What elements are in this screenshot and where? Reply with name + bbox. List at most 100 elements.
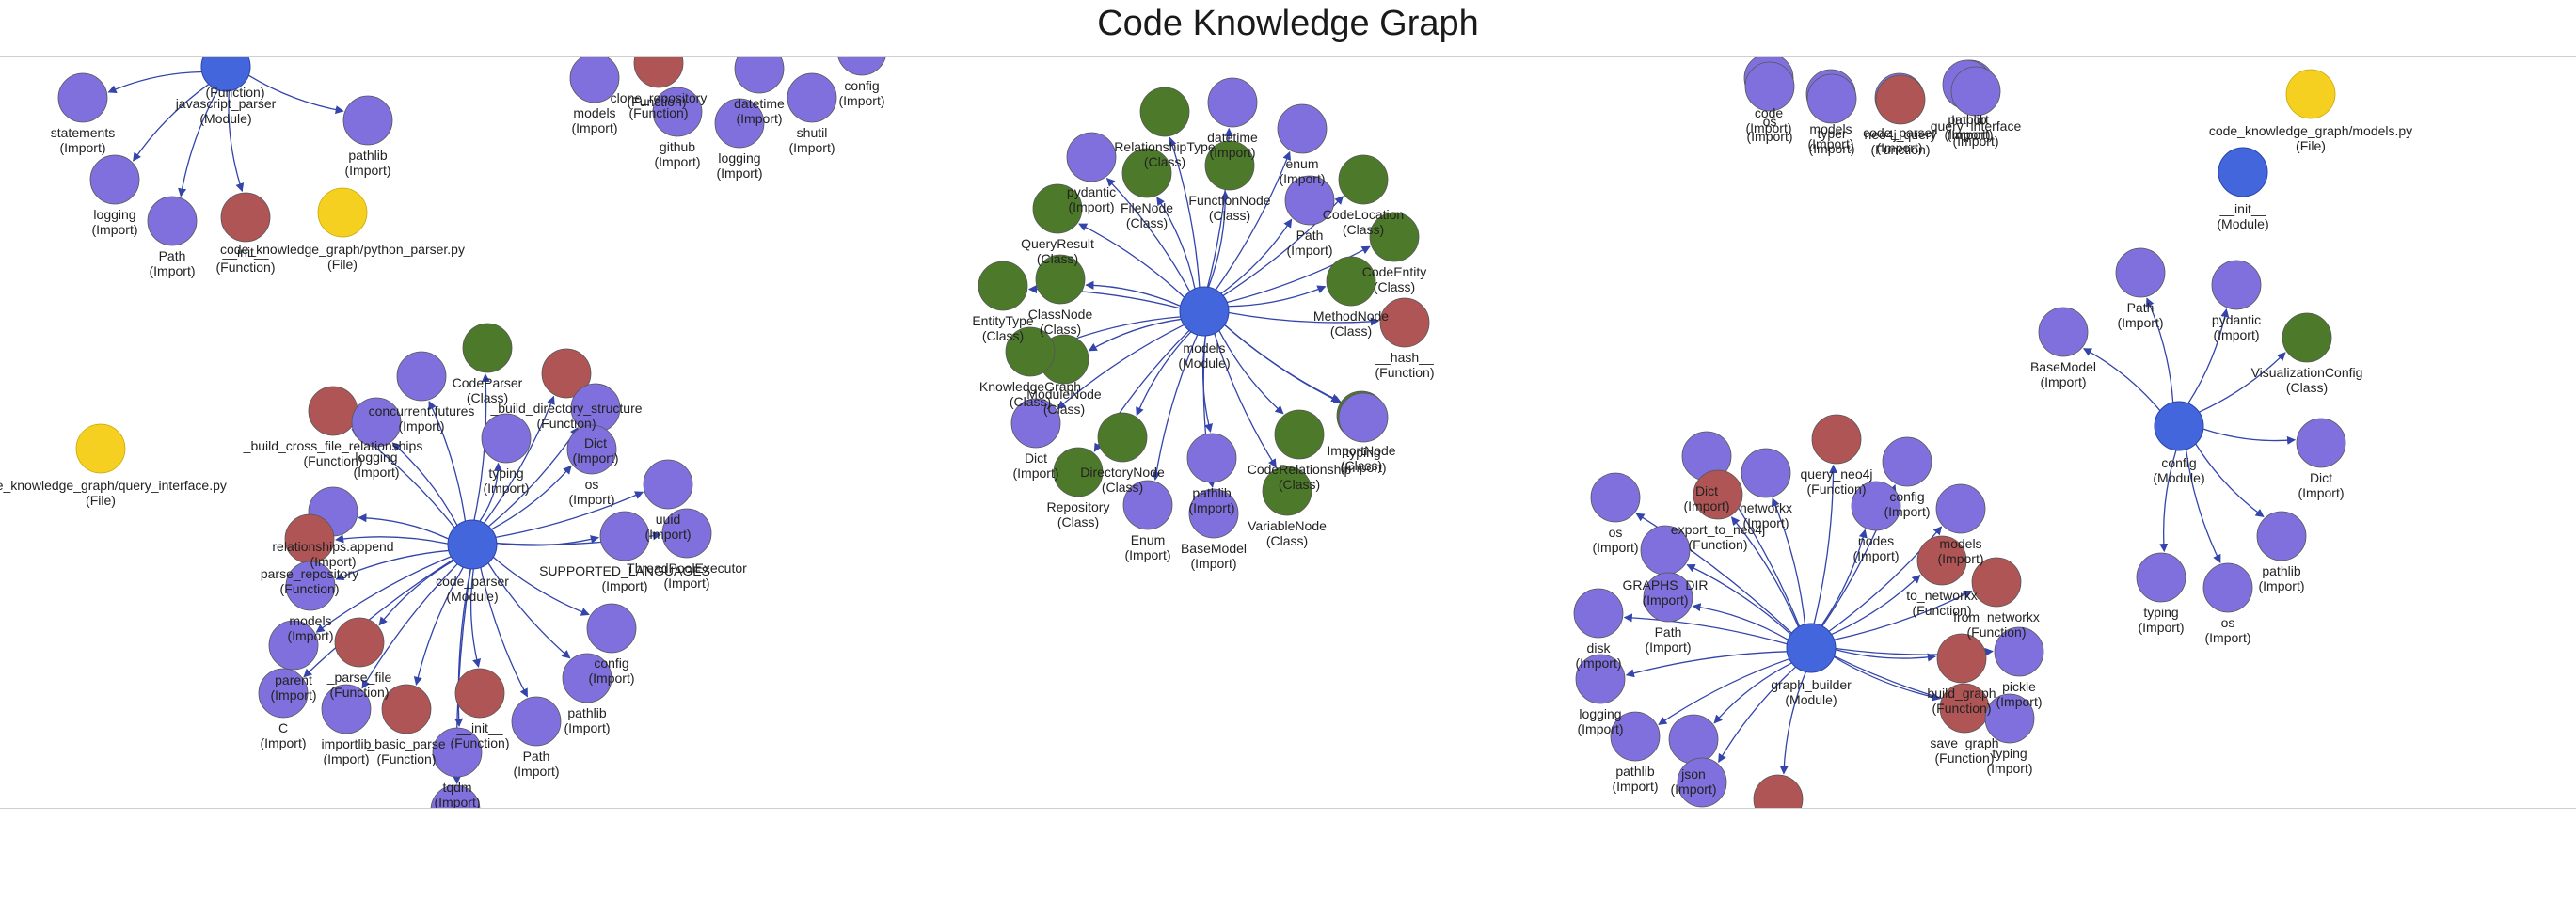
file-node[interactable] [75,423,126,474]
import-node[interactable] [1668,714,1719,765]
import-node[interactable] [430,784,481,809]
import-node[interactable] [1677,757,1727,808]
function-node[interactable] [1916,535,1967,586]
import-node[interactable] [734,57,785,94]
import-node[interactable] [2256,511,2307,561]
module-node-ini[interactable] [2218,147,2268,197]
import-node[interactable] [268,620,319,671]
module-node-gb[interactable] [1786,623,1837,673]
class-node[interactable] [1139,87,1190,137]
class-node[interactable] [1032,183,1083,234]
import-node[interactable] [661,508,712,559]
class-node[interactable] [1369,212,1420,262]
import-node[interactable] [1806,73,1857,124]
function-node[interactable] [220,192,271,243]
import-node[interactable] [1066,132,1117,182]
import-node[interactable] [1984,693,2035,744]
class-node[interactable] [1274,409,1325,460]
import-node[interactable] [147,196,198,246]
import-node[interactable] [2038,307,2089,357]
class-node[interactable] [2282,312,2332,363]
class-node[interactable] [1005,326,1056,377]
function-node[interactable] [1379,297,1430,348]
import-node[interactable] [1643,572,1693,623]
function-node[interactable] [541,348,592,399]
graph-svg[interactable]: javascript_parser(Module)code_parser(Mod… [0,57,2576,809]
file-node[interactable] [2285,69,2336,119]
import-node[interactable] [586,603,637,654]
import-node[interactable] [396,351,447,402]
import-node[interactable] [1338,392,1389,443]
import-node[interactable] [432,727,483,778]
import-node[interactable] [566,424,617,475]
function-node[interactable] [1811,414,1862,465]
class-node[interactable] [1338,154,1389,205]
import-node[interactable] [1950,66,2001,117]
import-node[interactable] [481,413,532,464]
class-node[interactable] [1262,466,1312,516]
import-node[interactable] [89,154,140,205]
import-node[interactable] [2202,562,2253,613]
class-node[interactable] [1035,254,1086,305]
import-node[interactable] [258,668,309,719]
function-node[interactable] [633,57,684,88]
function-node[interactable] [1971,557,2022,608]
import-node[interactable] [1851,481,1901,531]
import-node[interactable] [652,87,703,137]
class-node[interactable] [1204,140,1255,191]
import-node[interactable] [1610,711,1661,762]
import-node[interactable] [1935,483,1986,534]
import-node[interactable] [1575,654,1626,704]
function-node[interactable] [454,668,505,719]
graph-canvas[interactable]: javascript_parser(Module)code_parser(Mod… [0,56,2576,809]
import-node[interactable] [1188,488,1239,539]
import-node[interactable] [1186,433,1237,483]
function-node[interactable] [1936,633,1987,684]
function-node[interactable] [1875,74,1926,125]
import-node[interactable] [2296,418,2346,468]
class-node[interactable] [978,261,1028,311]
import-node[interactable] [342,95,393,146]
import-node[interactable] [1277,103,1328,154]
import-node[interactable] [787,72,837,123]
import-node[interactable] [562,653,612,703]
import-node[interactable] [1207,77,1258,128]
module-node-cf[interactable] [2154,401,2204,451]
import-node[interactable] [1741,448,1791,498]
import-node[interactable] [2211,260,2262,310]
import-node[interactable] [714,98,765,149]
import-node[interactable] [1882,436,1932,487]
import-node[interactable] [1590,472,1641,523]
class-node[interactable] [1121,148,1172,198]
class-node[interactable] [1053,447,1104,497]
module-node-mo[interactable] [1179,286,1230,337]
function-node[interactable] [1693,469,1743,520]
import-node[interactable] [321,684,372,734]
import-node[interactable] [2115,247,2166,298]
import-node[interactable] [1010,398,1061,449]
class-node[interactable] [462,323,513,373]
import-node[interactable] [2136,552,2186,603]
function-node[interactable] [308,386,358,436]
class-node[interactable] [1097,412,1148,463]
import-node[interactable] [599,511,650,561]
import-node[interactable] [643,459,693,510]
import-node[interactable] [1994,626,2044,677]
import-node[interactable] [511,696,562,747]
import-node[interactable] [837,57,886,76]
import-node[interactable] [1744,61,1795,112]
module-node-js[interactable] [200,57,251,92]
function-node[interactable] [381,684,432,734]
module-node-cp[interactable] [447,519,498,570]
import-node[interactable] [57,72,108,123]
file-node[interactable] [317,187,368,238]
import-node[interactable] [569,57,620,103]
import-node[interactable] [1284,175,1335,226]
import-node[interactable] [1122,480,1173,530]
class-node[interactable] [1326,256,1376,307]
import-node[interactable] [351,397,402,448]
function-node[interactable] [1753,774,1804,809]
import-node[interactable] [285,561,336,611]
import-node[interactable] [1573,588,1624,639]
function-node[interactable] [334,617,385,668]
